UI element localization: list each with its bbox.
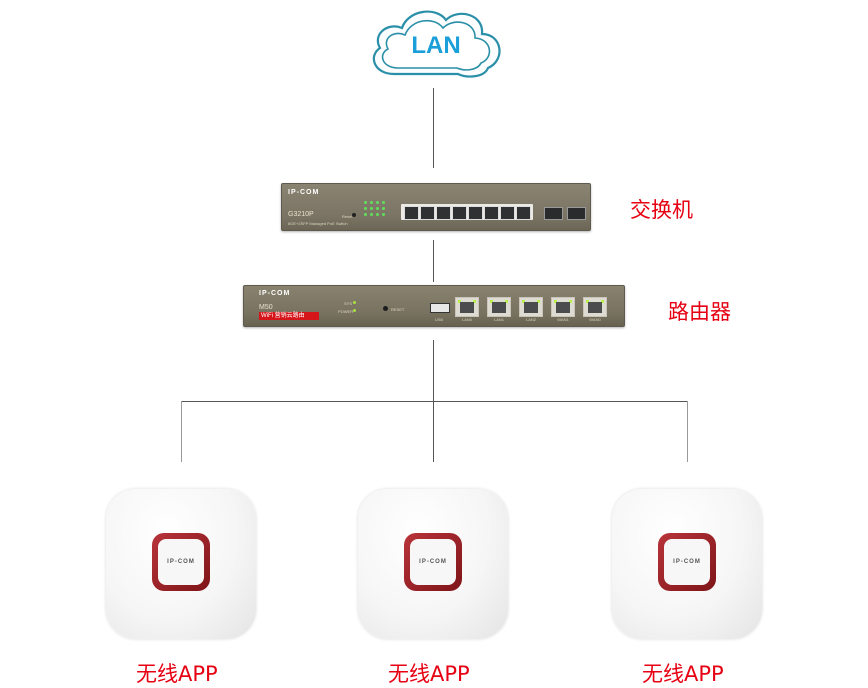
link-bus-ap-3 [687,401,688,462]
switch-model: G3210P [288,211,314,218]
router-port-lan1 [487,297,511,317]
port-led [522,300,525,303]
switch-led [376,213,379,216]
port-led [490,300,493,303]
switch-led [364,213,367,216]
router-port-lan0 [455,297,479,317]
ap-face: IP-COM [664,539,710,585]
port-jack [460,302,474,313]
router-port-label: LAN0 [461,317,472,322]
ap-ring: IP-COM [152,533,210,591]
port-led [586,300,589,303]
switch-led [382,213,385,216]
switch-port-7 [500,206,515,220]
router-port-label: LAN1 [493,317,504,322]
router-usb-port [430,303,450,313]
router-reset-button [383,306,388,311]
network-switch: IP-COM G3210P 8GE+2SFP Managed PoE Switc… [281,183,591,231]
link-switch-router [433,240,434,282]
port-led [554,300,557,303]
switch-led [370,213,373,216]
router-usb-label: USB [434,317,444,322]
port-led [601,300,604,303]
switch-brand: IP-COM [288,189,320,196]
ap-brand: IP-COM [673,559,701,565]
port-jack [588,302,602,313]
switch-led [370,201,373,204]
switch-led [364,201,367,204]
ap-ring: IP-COM [404,533,462,591]
link-lan-switch [433,88,434,168]
router-port-wan1 [551,297,575,317]
switch-port-3 [436,206,451,220]
router-led-label-sys: SYS [344,301,353,306]
port-jack [492,302,506,313]
router-port-label: WAN1 [557,317,569,322]
switch-subtitle: 8GE+2SFP Managed PoE Switch [288,221,348,226]
router-badge: WiFi 营销云路由 [259,312,319,320]
ap-brand: IP-COM [167,559,195,565]
switch-led [382,201,385,204]
access-point-1: IP-COM [106,489,256,639]
cloud-icon [372,10,501,78]
lan-cloud: LAN [366,4,506,84]
switch-led [376,207,379,210]
router-port-lan2 [519,297,543,317]
router-led-label-power: POWER [338,309,354,314]
router-led-sys [353,301,356,304]
port-led [473,300,476,303]
cloud-label: LAN [411,32,461,59]
switch-port-2 [420,206,435,220]
switch-led [364,207,367,210]
switch-led [382,207,385,210]
router-port-label: WAN0 [589,317,601,322]
ap-face: IP-COM [158,539,204,585]
port-led [458,300,461,303]
ap-label-3: 无线APP [642,662,724,686]
port-jack [556,302,570,313]
switch-port-5 [468,206,483,220]
switch-led [376,201,379,204]
router-brand: IP-COM [259,290,291,297]
link-bus-ap-1 [181,401,182,462]
ap-label-2: 无线APP [388,662,470,686]
switch-led [370,207,373,210]
switch-port-8 [516,206,531,220]
router-label: 路由器 [668,300,731,324]
router-reset-label: RESET [391,307,405,312]
port-led [537,300,540,303]
link-bus [181,401,688,402]
switch-sfp-port-2 [567,207,586,220]
router-model: M50 [259,304,273,311]
switch-port-6 [484,206,499,220]
router: IP-COM M50 WiFi 营销云路由 SYS POWER RESET US… [243,285,625,327]
ap-brand: IP-COM [419,559,447,565]
switch-port-4 [452,206,467,220]
switch-port-1 [404,206,419,220]
router-led-power [353,309,356,312]
switch-reset-label: Reset [342,214,353,219]
switch-label: 交换机 [630,198,693,222]
router-port-label: LAN2 [525,317,536,322]
switch-reset-button [352,213,356,217]
ap-face: IP-COM [410,539,456,585]
port-led [569,300,572,303]
access-point-3: IP-COM [612,489,762,639]
port-led [505,300,508,303]
access-point-2: IP-COM [358,489,508,639]
port-jack [524,302,538,313]
ap-ring: IP-COM [658,533,716,591]
switch-sfp-port-1 [544,207,563,220]
ap-label-1: 无线APP [136,662,218,686]
router-port-wan0 [583,297,607,317]
